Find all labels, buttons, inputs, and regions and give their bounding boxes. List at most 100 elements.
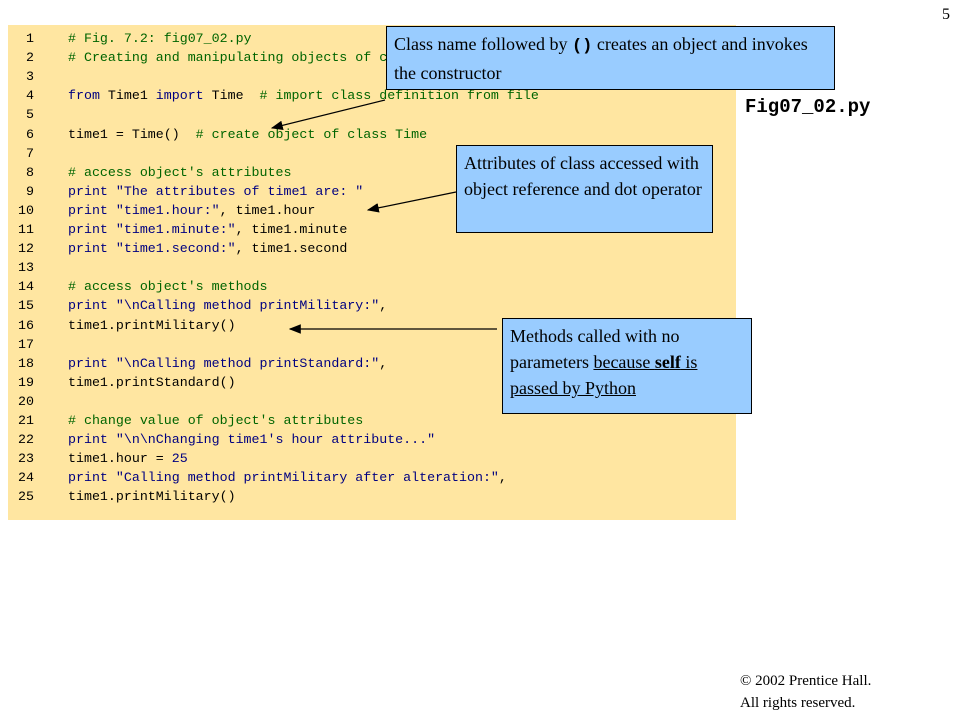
line-number: 25	[18, 489, 34, 505]
code-token: # import class definition from file	[259, 88, 539, 104]
line-number: 1	[26, 31, 34, 46]
line-number: 16	[18, 317, 34, 333]
code-line: 11 print "time1.minute:", time1.minute	[8, 220, 347, 239]
copyright-notice: © 2002 Prentice Hall. All rights reserve…	[740, 670, 871, 714]
line-number: 9	[26, 183, 34, 199]
code-line: 4 from Time1 import Time # import class d…	[8, 86, 539, 105]
line-number: 5	[26, 107, 34, 123]
code-token: time1.hour =	[68, 451, 172, 467]
code-content: print "The attributes of time1 are: "	[68, 182, 363, 201]
line-number: 18	[18, 355, 34, 371]
code-line: 25 time1.printMilitary()	[8, 487, 236, 506]
code-line: 6 time1 = Time() # create object of class…	[8, 125, 427, 144]
code-token: ,	[498, 470, 507, 486]
code-line: 18 print "\nCalling method printStandard:…	[8, 354, 387, 373]
code-content: time1.printMilitary()	[68, 487, 236, 506]
code-content: # access object's methods	[68, 277, 268, 296]
code-line: 17	[8, 335, 34, 354]
code-content: print "Calling method printMilitary afte…	[68, 468, 507, 487]
code-content: print "\nCalling method printMilitary:",	[68, 296, 387, 315]
code-token: # access object's attributes	[68, 164, 292, 180]
code-token: Time1	[99, 88, 156, 104]
code-token: "time1.second:"	[115, 241, 236, 257]
code-line: 21 # change value of object's attributes	[8, 411, 363, 430]
code-token: print	[68, 432, 108, 448]
code-line: 5	[8, 105, 34, 124]
code-token: print	[68, 470, 108, 486]
line-number: 21	[18, 413, 34, 428]
code-token: time1.printMilitary()	[68, 317, 236, 333]
line-number: 7	[26, 145, 34, 161]
code-line: 7	[8, 144, 34, 163]
code-content: # change value of object's attributes	[68, 411, 363, 430]
code-token: ,	[379, 355, 388, 371]
callout-methods-text-b2: is passed by Python	[510, 352, 698, 398]
code-line: 13	[8, 258, 34, 277]
callout-methods-text-a: Methods called with no parameters	[510, 326, 680, 372]
line-number: 10	[18, 202, 34, 218]
line-number: 15	[18, 298, 34, 314]
code-line: 16 time1.printMilitary()	[8, 316, 236, 335]
callout-attributes: Attributes of class accessed with object…	[456, 145, 713, 233]
line-number: 12	[18, 241, 34, 257]
code-content: print "time1.hour:", time1.hour	[68, 201, 315, 220]
code-line: 3	[8, 67, 34, 86]
code-line: 15 print "\nCalling method printMilitary:…	[8, 296, 387, 315]
code-token: "The attributes of time1 are: "	[115, 183, 364, 199]
arrow-attributes	[366, 191, 457, 213]
code-token: print	[68, 241, 108, 257]
code-token: print	[68, 298, 108, 314]
code-line: 8 # access object's attributes	[8, 163, 291, 182]
code-content: print "\n\nChanging time1's hour attribu…	[68, 430, 435, 449]
code-token: , time1.hour	[219, 202, 316, 218]
copyright-line-2: All rights reserved.	[740, 695, 856, 711]
code-content: time1 = Time() # create object of class …	[68, 125, 427, 144]
line-number: 13	[18, 260, 34, 276]
code-token: # Fig. 7.2: fig07_02.py	[68, 31, 252, 46]
code-content: from Time1 import Time # import class de…	[68, 86, 539, 105]
code-content: print "time1.minute:", time1.minute	[68, 220, 347, 239]
file-name-label: Fig07_02.py	[745, 96, 871, 118]
callout-attributes-text: Attributes of class accessed with object…	[464, 153, 702, 199]
code-token: print	[68, 222, 108, 237]
callout-methods-text-b1: because	[593, 352, 655, 372]
code-token: print	[68, 202, 108, 218]
line-number: 20	[18, 393, 34, 409]
code-token: time1.printMilitary()	[68, 489, 236, 505]
line-number: 22	[18, 432, 34, 448]
line-number: 19	[18, 374, 34, 390]
line-number: 3	[26, 69, 34, 85]
code-line: 20	[8, 392, 34, 411]
code-content: time1.hour = 25	[68, 449, 188, 468]
code-token: "time1.hour:"	[115, 202, 220, 218]
code-token: "\n\nChanging time1's hour attribute..."	[115, 432, 436, 448]
code-line: 14# access object's methods	[8, 277, 267, 296]
callout-constructor-text-b: creates an object and invokes the constr…	[394, 34, 808, 83]
code-token: "Calling method printMilitary after alte…	[115, 470, 499, 486]
code-line: 10 print "time1.hour:", time1.hour	[8, 201, 315, 220]
code-token: from	[68, 88, 100, 104]
code-token: , time1.minute	[235, 222, 348, 237]
line-number: 24	[18, 470, 34, 486]
callout-constructor-code: ()	[571, 37, 593, 56]
code-token: import	[155, 88, 204, 104]
code-line: 1 # Fig. 7.2: fig07_02.py	[8, 29, 252, 48]
callout-methods-text-b: because self is passed by Python	[510, 352, 697, 398]
code-token: # change value of object's attributes	[68, 413, 364, 428]
line-number: 11	[18, 222, 34, 237]
code-content: # Fig. 7.2: fig07_02.py	[68, 29, 252, 48]
code-token: "\nCalling method printStandard:"	[115, 355, 380, 371]
line-number: 6	[26, 126, 34, 142]
code-line: 9 print "The attributes of time1 are: "	[8, 182, 363, 201]
code-content: # access object's attributes	[68, 163, 291, 182]
callout-methods: Methods called with no parameters becaus…	[502, 318, 752, 414]
code-token: print	[68, 355, 108, 371]
line-number: 4	[26, 88, 34, 104]
callout-methods-self: self	[654, 352, 681, 372]
line-number: 8	[26, 164, 34, 180]
arrow-constructor	[270, 99, 386, 131]
